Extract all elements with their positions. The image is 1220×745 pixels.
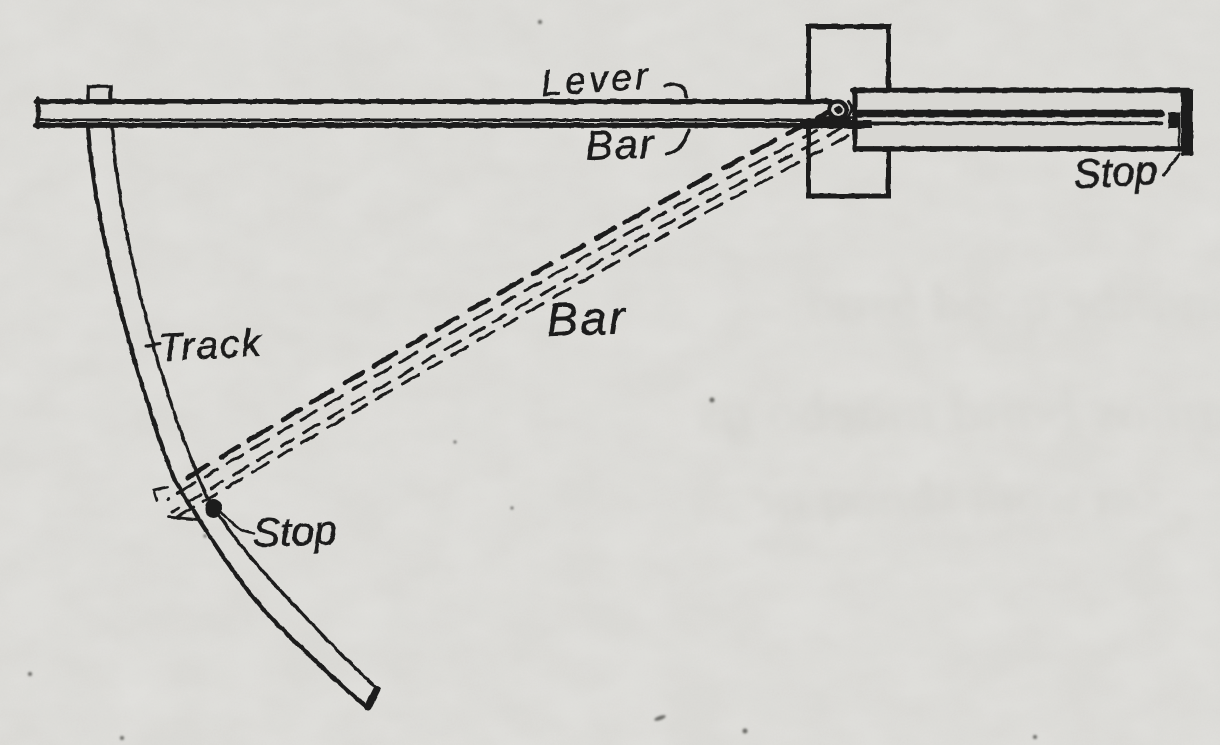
svg-text:manbe qood bsno: manbe qood bsno (806, 270, 1220, 335)
svg-text:Lever: Lever (540, 55, 653, 104)
svg-text:Stop: Stop (1072, 147, 1159, 197)
svg-text:sm wom sbnoq ne: sm wom sbnoq ne (751, 467, 1161, 529)
svg-text:Bar: Bar (545, 290, 627, 346)
svg-text:Bar: Bar (585, 121, 657, 169)
svg-text:Track: Track (157, 321, 264, 369)
svg-text:amos band maebo gs: amos band maebo gs (696, 378, 1220, 446)
svg-text:Stop: Stop (252, 507, 338, 556)
